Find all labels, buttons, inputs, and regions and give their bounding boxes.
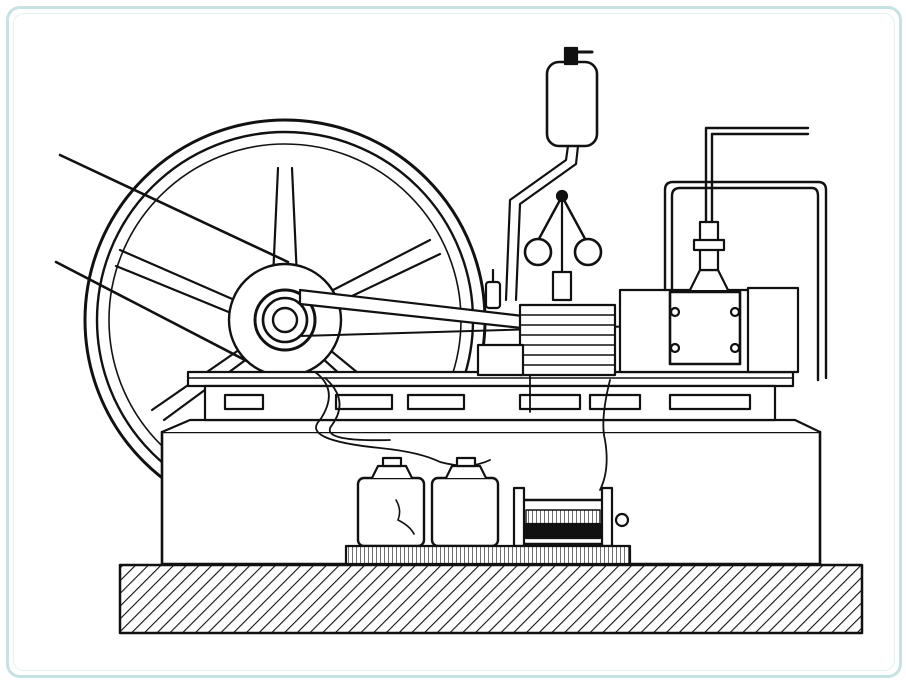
valve-stack [476,303,617,377]
exhaust-pipes [663,126,828,382]
induction-coil [512,486,630,548]
cylinder [618,286,800,374]
equipment-baseboard [344,544,632,566]
oil-cup [484,268,502,310]
battery-cells [356,456,500,548]
hatched-foundation [118,563,864,635]
governor [523,189,603,302]
cylinder-head-fitting [688,220,730,292]
image-frame-inner-border [13,13,895,671]
ignition-wires [314,371,611,491]
engine-bed [186,370,795,422]
oil-reservoir [504,46,599,302]
flywheel-hub [227,262,343,378]
